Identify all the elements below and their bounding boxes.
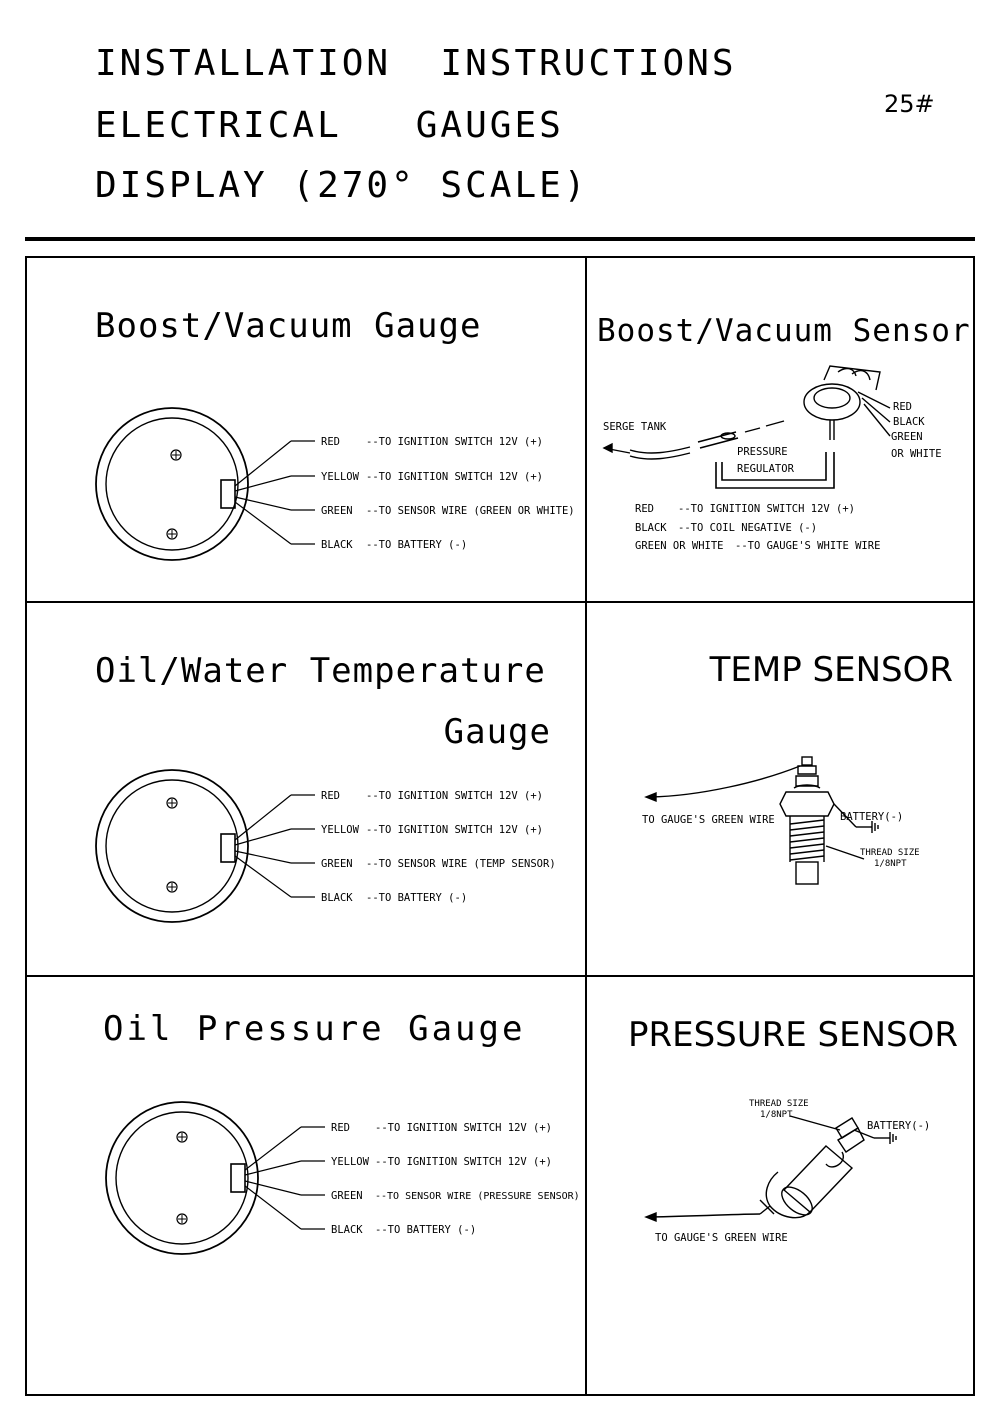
battery-label: BATTERY(-): [867, 1120, 930, 1132]
wire-destination-label: --TO IGNITION SWITCH 12V (+): [366, 790, 543, 802]
wire-color-label: GREEN OR WHITE: [635, 540, 724, 552]
wire-destination-label: --TO IGNITION SWITCH 12V (+): [366, 436, 543, 448]
panel-grid: [25, 256, 975, 1396]
wire-destination-label: --TO IGNITION SWITCH 12V (+): [375, 1122, 552, 1134]
temp-sensor-icon: [779, 756, 835, 885]
battery-label: BATTERY(-): [840, 811, 903, 823]
mount-screw-icon: [166, 881, 178, 893]
gauge-back-drawing: [105, 1101, 325, 1255]
wire-color-label: YELLOW: [321, 471, 360, 483]
boost-sensor-drawing: [602, 365, 891, 489]
thread-size-label: THREAD SIZE: [860, 848, 920, 858]
mount-screw-icon: [166, 528, 178, 540]
wire-destination-label: --TO SENSOR WIRE (TEMP SENSOR): [366, 858, 556, 870]
wire-color-label: RED: [331, 1122, 350, 1134]
mount-screw-icon: [176, 1131, 188, 1143]
panel-pressure-gauge: Oil Pressure Gauge RED --TO IGNITION SWI…: [103, 1009, 580, 1255]
mount-screw-icon: [176, 1213, 188, 1225]
wire-destination-label: --TO GAUGE'S WHITE WIRE: [735, 540, 880, 552]
pressure-sensor-drawing: [644, 1115, 897, 1223]
thread-size-value: 1/8NPT: [760, 1110, 793, 1120]
header-line-3: DISPLAY (270° SCALE): [95, 165, 589, 206]
panel-title: Boost/Vacuum Sensor: [597, 313, 971, 349]
panel-boost-sensor: Boost/Vacuum Sensor: [597, 313, 971, 552]
wire-color-label: BLACK: [321, 892, 353, 904]
gauge-back-drawing: [95, 407, 315, 561]
mount-screw-icon: [166, 797, 178, 809]
panel-title: PRESSURE SENSOR: [628, 1015, 958, 1055]
wire-destination-label: --TO IGNITION SWITCH 12V (+): [375, 1156, 552, 1168]
wire-destination-label: --TO SENSOR WIRE (GREEN OR WHITE): [366, 505, 575, 517]
wire-destination-label: --TO SENSOR WIRE (PRESSURE SENSOR): [375, 1191, 580, 1202]
wire-color-label: GREEN: [321, 505, 353, 517]
wire-color-label: YELLOW: [331, 1156, 370, 1168]
wire-color-label: GREEN: [321, 858, 353, 870]
pressure-sensor-icon: [759, 1117, 865, 1219]
sensor-wire-or-white-label: OR WHITE: [891, 448, 942, 460]
wire-color-label: BLACK: [321, 539, 353, 551]
wire-color-label: RED: [321, 790, 340, 802]
regulator-label: REGULATOR: [737, 463, 795, 475]
to-gauge-label: TO GAUGE'S GREEN WIRE: [642, 814, 775, 826]
pressure-label: PRESSURE: [737, 446, 788, 458]
thread-size-label: THREAD SIZE: [749, 1099, 809, 1109]
header-line-2: ELECTRICAL GAUGES: [95, 105, 564, 146]
wire-color-label: RED: [635, 503, 654, 515]
serge-tank-label: SERGE TANK: [603, 421, 667, 433]
header-line-1: INSTALLATION INSTRUCTIONS: [95, 43, 737, 84]
wire-destination-label: --TO BATTERY (-): [366, 539, 467, 551]
wire-destination-label: --TO IGNITION SWITCH 12V (+): [366, 471, 543, 483]
page-number: 25#: [884, 90, 935, 118]
to-gauge-label: TO GAUGE'S GREEN WIRE: [655, 1232, 788, 1244]
sensor-wire-red-label: RED: [893, 401, 912, 413]
wire-destination-label: --TO IGNITION SWITCH 12V (+): [366, 824, 543, 836]
wire-color-label: BLACK: [331, 1224, 363, 1236]
panel-title-continued: Gauge: [444, 712, 551, 752]
panel-title: Oil Pressure Gauge: [103, 1009, 525, 1049]
wire-color-label: GREEN: [331, 1190, 363, 1202]
panel-pressure-sensor: PRESSURE SENSOR THREAD SIZE 1/8NP: [628, 1015, 958, 1244]
panel-temp-sensor: TEMP SENSOR: [642, 650, 953, 885]
wire-color-label: BLACK: [635, 522, 667, 534]
sensor-wire-green-label: GREEN: [891, 431, 923, 443]
sensor-body-icon: [803, 365, 891, 440]
wire-color-label: YELLOW: [321, 824, 360, 836]
panel-boost-gauge: Boost/Vacuum Gauge RED --TO IGNITION SWI…: [95, 306, 575, 561]
sensor-wire-black-label: BLACK: [893, 416, 925, 428]
panel-title: TEMP SENSOR: [709, 650, 953, 690]
wire-destination-label: --TO BATTERY (-): [375, 1224, 476, 1236]
header-rule: [25, 237, 975, 241]
wire-destination-label: --TO IGNITION SWITCH 12V (+): [678, 503, 855, 515]
wire-color-label: RED: [321, 436, 340, 448]
mount-screw-icon: [170, 449, 182, 461]
panel-title: Boost/Vacuum Gauge: [95, 306, 481, 346]
panel-temp-gauge: Oil/Water Temperature Gauge RED --TO IGN…: [95, 651, 556, 923]
wire-destination-label: --TO COIL NEGATIVE (-): [678, 522, 817, 534]
wire-destination-label: --TO BATTERY (-): [366, 892, 467, 904]
temp-sensor-drawing: [644, 756, 879, 885]
thread-size-value: 1/8NPT: [874, 859, 907, 869]
panel-title: Oil/Water Temperature: [95, 651, 546, 691]
gauge-back-drawing: [95, 769, 315, 923]
